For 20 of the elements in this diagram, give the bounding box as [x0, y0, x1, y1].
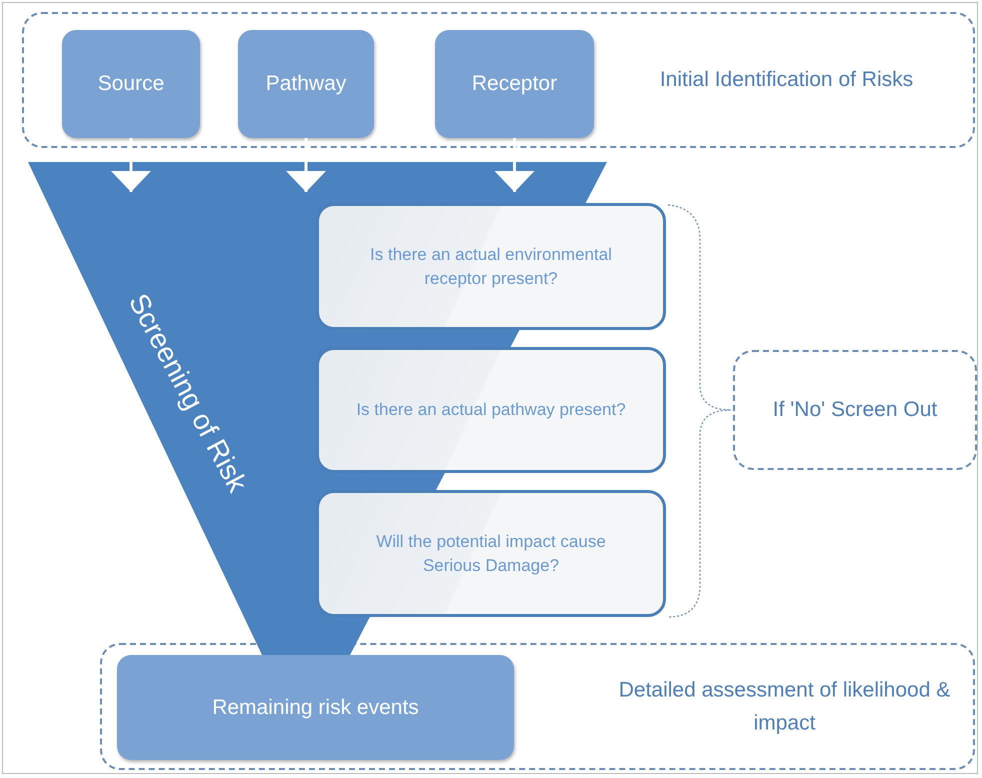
- question-box: [316, 490, 666, 617]
- group-heading: Initial Identification of Risks: [658, 67, 914, 94]
- group-heading: If 'No' Screen Out: [772, 397, 938, 424]
- group-heading: Detailed assessment of likelihood & impact: [618, 676, 952, 736]
- dashed-frame: [733, 350, 977, 470]
- node-label: Pathway: [266, 72, 346, 96]
- process-box: [62, 30, 200, 138]
- dashed-frame: [100, 643, 975, 770]
- node-label: Remaining risk events: [212, 696, 419, 720]
- node-label: Will the potential impact cause Serious Damage?: [375, 530, 607, 576]
- node-label: Receptor: [472, 72, 558, 96]
- process-box: [238, 30, 374, 138]
- node-label: Is there an actual environmental receptor present?: [369, 244, 613, 290]
- node-label: Source: [98, 72, 164, 96]
- process-box: [117, 655, 514, 760]
- process-box: [435, 30, 594, 138]
- dashed-frame: [22, 12, 975, 148]
- question-box: [316, 347, 666, 473]
- question-box: [316, 203, 666, 330]
- node-label: Is there an actual pathway present?: [356, 399, 626, 422]
